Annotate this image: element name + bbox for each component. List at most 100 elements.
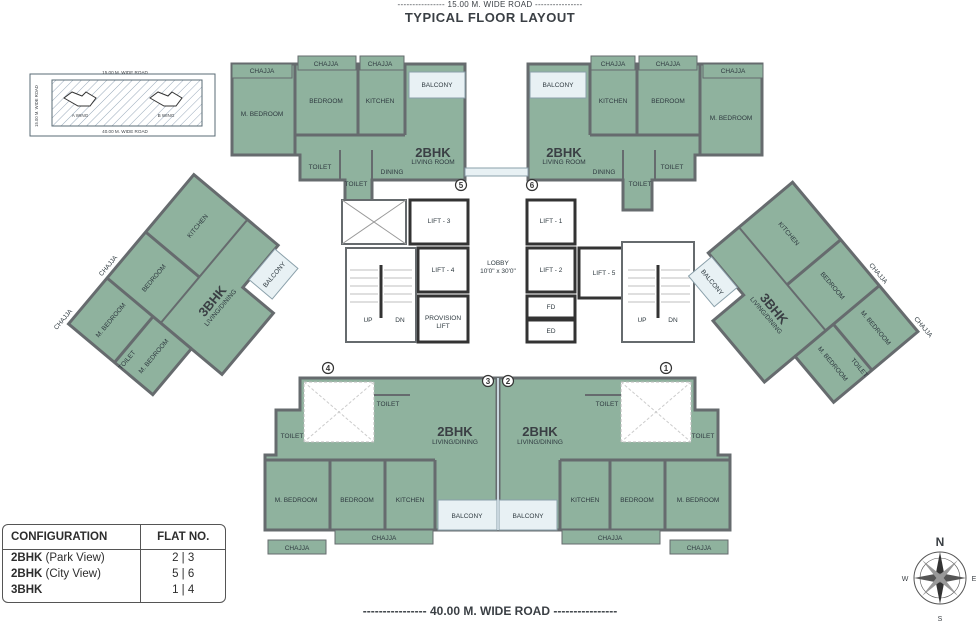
flat-marker-4: 4 [321, 361, 335, 375]
room-label: TOILET [309, 164, 332, 171]
flat-no-cell: 2 | 3 [140, 550, 225, 566]
flat-marker-5: 5 [454, 178, 468, 192]
top-road-label: ---------------- 15.00 M. WIDE ROAD ----… [397, 0, 583, 9]
compass: N S E W [902, 535, 977, 623]
flat-3-2bhk: TOILET TOILET 2BHK LIVING/DINING M. BEDR… [263, 376, 499, 555]
configuration-header-row: CONFIGURATION FLAT NO. [3, 525, 225, 550]
lift-1-label: LIFT - 1 [540, 218, 563, 225]
lift-2-label: LIFT - 2 [540, 267, 563, 274]
fd-label: FD [547, 304, 556, 311]
room-label: BALCONY [421, 82, 453, 89]
svg-text:1: 1 [664, 364, 669, 373]
compass-e: E [972, 576, 977, 583]
flat-marker-1: 1 [659, 361, 673, 375]
stair-dn-label: DN [668, 317, 678, 324]
compass-n: N [936, 535, 945, 549]
configuration-table: CONFIGURATION FLAT NO. 2BHK (Park View) … [2, 524, 226, 603]
central-core: LIFT - 3 LIFT - 4 PROVISION LIFT UP DN L… [341, 198, 695, 344]
key-plan-top-road: 15.00 M. WIDE ROAD [102, 70, 148, 75]
config-type-cell: 2BHK (City View) [11, 568, 101, 580]
room-label: LIVING ROOM [411, 159, 454, 166]
room-label: CHAJJA [285, 545, 310, 552]
config-type-cell: 3BHK [11, 584, 43, 596]
room-label: BEDROOM [309, 98, 343, 105]
room-label: CHAJJA [250, 68, 275, 75]
lift-4-label: LIFT - 4 [432, 267, 455, 274]
stair-up-label: UP [363, 317, 372, 324]
room-label: TOILET [281, 433, 304, 440]
room-label: CHAJJA [601, 61, 626, 68]
table-row: 2BHK (Park View) 2 | 3 [3, 550, 225, 566]
flat-no-cell: 5 | 6 [140, 566, 225, 582]
room-label: KITCHEN [366, 98, 395, 105]
stair-up-label: UP [637, 317, 646, 324]
flat-type-label: 2BHK [415, 145, 451, 160]
flat-type-label: 2BHK [437, 424, 473, 439]
svg-text:2: 2 [506, 377, 511, 386]
key-plan-wing-b: B WING [158, 113, 175, 118]
svg-text:6: 6 [530, 181, 535, 190]
room-label: CHAJJA [687, 545, 712, 552]
config-type-cell: 2BHK (Park View) [11, 552, 105, 564]
room-label: BALCONY [451, 513, 483, 520]
compass-s: S [938, 616, 943, 623]
room-label: TOILET [596, 401, 619, 408]
key-plan-side-road: 15.00 M. WIDE ROAD [34, 85, 39, 127]
flat-type-label: 2BHK [522, 424, 558, 439]
room-label: CHAJJA [721, 68, 746, 75]
room-label: CHAJJA [368, 61, 393, 68]
flat-no-col-header: FLAT NO. [140, 525, 225, 550]
room-label: M. BEDROOM [710, 115, 753, 122]
lift-3-label: LIFT - 3 [428, 218, 451, 225]
room-label: BALCONY [512, 513, 544, 520]
flat-6-2bhk: CHAJJA CHAJJA CHAJJA BALCONY KITCHEN BED… [526, 55, 764, 212]
flat-marker-6: 6 [525, 178, 539, 192]
stair-dn-label: DN [395, 317, 405, 324]
key-plan-bottom-road: 40.00 M. WIDE ROAD [102, 129, 148, 134]
svg-text:3: 3 [486, 377, 491, 386]
room-label: BEDROOM [620, 497, 654, 504]
room-label: M. BEDROOM [241, 111, 284, 118]
lobby-label: LOBBY [487, 260, 509, 267]
room-label: TOILET [661, 164, 684, 171]
key-plan-wing-a-shape [63, 91, 97, 107]
flat-1-3bhk: M. BEDROOM M. BEDROOM BEDROOM KITCHEN 3B… [687, 180, 934, 405]
flat-no-cell: 1 | 4 [140, 582, 225, 602]
provision-lift-label: LIFT [436, 323, 449, 330]
room-label: BALCONY [542, 82, 574, 89]
key-plan-wing-a: A WING [72, 113, 89, 118]
room-label: CHAJJA [598, 535, 623, 542]
room-label: M. BEDROOM [677, 497, 720, 504]
key-plan-frame [29, 73, 216, 137]
flat-type-label: 2BHK [546, 145, 582, 160]
room-label: LIVING/DINING [517, 439, 563, 446]
flat-marker-3: 3 [481, 374, 495, 388]
room-label: TOILET [692, 433, 715, 440]
bridge-connector [464, 167, 529, 177]
flat-marker-2: 2 [501, 374, 515, 388]
table-row: 2BHK (City View) 5 | 6 [3, 566, 225, 582]
room-label: TOILET [377, 401, 400, 408]
room-label: CHAJJA [372, 535, 397, 542]
configuration-col-header: CONFIGURATION [3, 525, 141, 550]
room-label: KITCHEN [396, 497, 425, 504]
lift-5-label: LIFT - 5 [593, 270, 616, 277]
flat-4-3bhk: M. BEDROOM M. BEDROOM BEDROOM KITCHEN 3B… [53, 172, 299, 397]
ed-label: ED [546, 328, 555, 335]
room-label: LIVING ROOM [542, 159, 585, 166]
room-label: BEDROOM [651, 98, 685, 105]
room-label: CHAJJA [656, 61, 681, 68]
room-label: KITCHEN [599, 98, 628, 105]
room-label: KITCHEN [571, 497, 600, 504]
room-label: DINING [381, 169, 404, 176]
flat-5-2bhk: CHAJJA CHAJJA CHAJJA BALCONY BEDROOM KIT… [230, 55, 467, 212]
room-label: TOILET [345, 181, 368, 188]
room-label: DINING [593, 169, 616, 176]
svg-text:5: 5 [459, 181, 464, 190]
lobby-size-label: 10'0" x 30'0" [480, 268, 516, 275]
table-row: 3BHK 1 | 4 [3, 582, 225, 602]
page-title: TYPICAL FLOOR LAYOUT [404, 10, 576, 25]
room-label: CHAJJA [314, 61, 339, 68]
room-label: M. BEDROOM [275, 497, 318, 504]
